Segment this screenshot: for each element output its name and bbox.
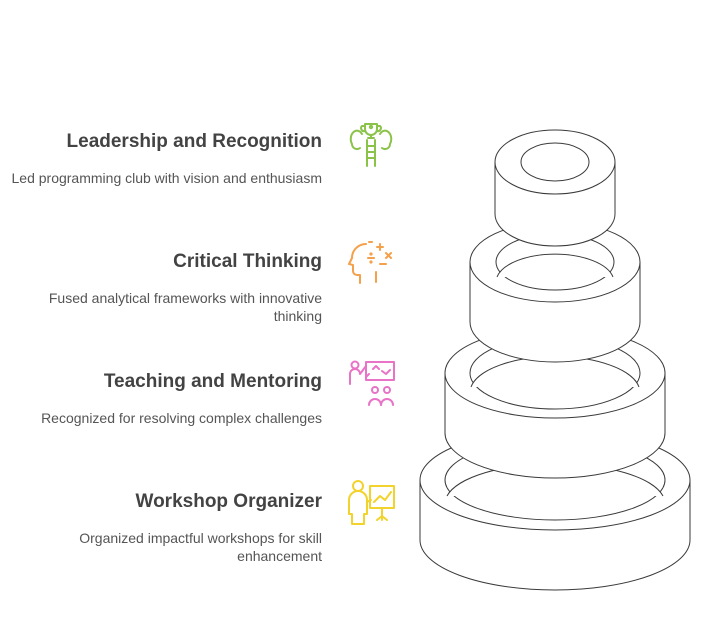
item-description: Led programming club with vision and ent…: [11, 170, 323, 186]
head-math-symbols-icon: [346, 238, 396, 288]
item-description: Organized impactful workshops for skill …: [79, 530, 322, 564]
item-critical-thinking: Critical Thinking Fused analytical frame…: [2, 251, 322, 325]
item-description: Fused analytical frameworks with innovat…: [48, 290, 322, 324]
item-title: Teaching and Mentoring: [103, 371, 322, 392]
item-title: Workshop Organizer: [135, 491, 322, 512]
ring-critical-thinking: [469, 221, 641, 363]
item-teaching: Teaching and Mentoring Recognized for re…: [2, 371, 322, 427]
ring-tower-diagram: [419, 129, 691, 591]
trophy-ladder-icon: [346, 118, 396, 168]
presenter-chart-icon: [346, 478, 396, 528]
item-leadership: Leadership and Recognition Led programmi…: [2, 131, 323, 187]
item-title: Leadership and Recognition: [66, 131, 322, 152]
item-workshop: Workshop Organizer Organized impactful w…: [2, 491, 322, 565]
item-description: Recognized for resolving complex challen…: [41, 410, 322, 426]
teacher-students-icon: [346, 358, 396, 408]
ring-leadership: [494, 129, 616, 247]
item-title: Critical Thinking: [173, 251, 322, 272]
